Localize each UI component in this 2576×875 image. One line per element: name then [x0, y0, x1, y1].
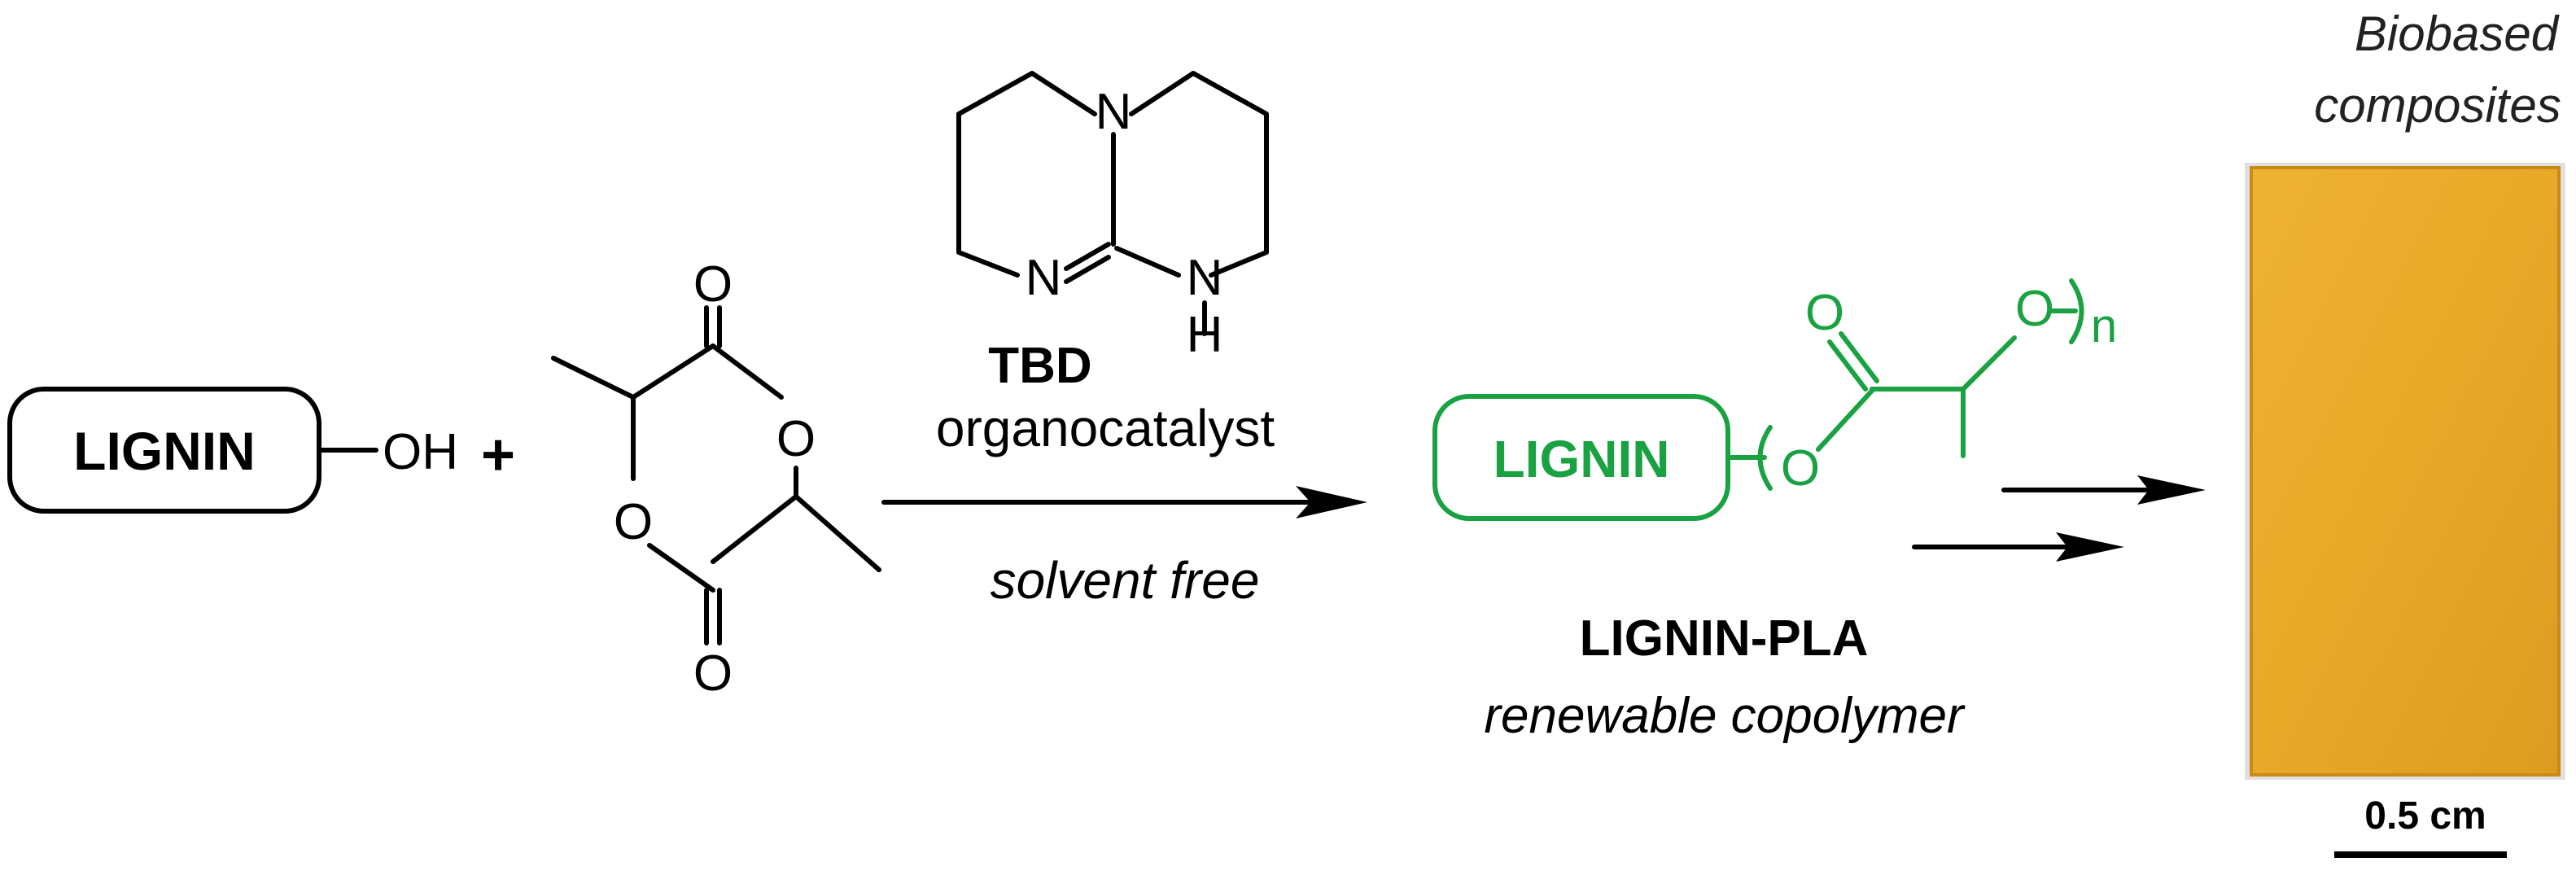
product-n-subscript: n: [2091, 300, 2117, 352]
product-o-chain: O: [2015, 281, 2054, 337]
tbd-h: H: [1187, 307, 1223, 363]
lactide-structure: O O O O: [551, 256, 881, 702]
plus-sign: +: [481, 422, 515, 488]
lactide-o-ring-right: O: [776, 411, 816, 467]
composite-film-sample: [2245, 163, 2565, 780]
scale-bar-label: 0.5 cm: [2364, 794, 2486, 838]
lactide-o-top: O: [693, 256, 733, 313]
lignin-pla-product: LIGNIN O O O n: [1432, 278, 2117, 521]
tbd-n-top: N: [1096, 84, 1132, 140]
processing-arrows: [1912, 475, 2206, 562]
composite-title-line2: composites: [2314, 78, 2561, 133]
catalyst-name: TBD: [988, 338, 1091, 394]
product-subtitle: renewable copolymer: [1484, 688, 1966, 744]
hydroxyl-label: OH: [383, 424, 458, 480]
product-name: LIGNIN-PLA: [1580, 610, 1869, 667]
catalyst-role: organocatalyst: [936, 399, 1275, 457]
reaction-conditions: solvent free: [991, 551, 1260, 610]
tbd-n-imine: N: [1026, 250, 1062, 306]
product-lignin-label: LIGNIN: [1494, 430, 1670, 488]
product-o-carbonyl: O: [1805, 285, 1844, 341]
product-o-ester: O: [1781, 440, 1820, 497]
composite-title-line1: Biobased: [2355, 7, 2560, 61]
lignin-box-label: LIGNIN: [73, 421, 256, 481]
lactide-o-ring-left: O: [614, 494, 653, 550]
scale-bar: 0.5 cm: [2334, 794, 2507, 858]
lactide-o-bottom: O: [693, 645, 733, 702]
lignin-oh-reactant: LIGNIN OH: [7, 387, 458, 514]
tbd-structure: N N N H: [956, 71, 1269, 363]
reaction-arrow: [881, 486, 1367, 518]
tbd-n-amine: N: [1187, 250, 1223, 306]
